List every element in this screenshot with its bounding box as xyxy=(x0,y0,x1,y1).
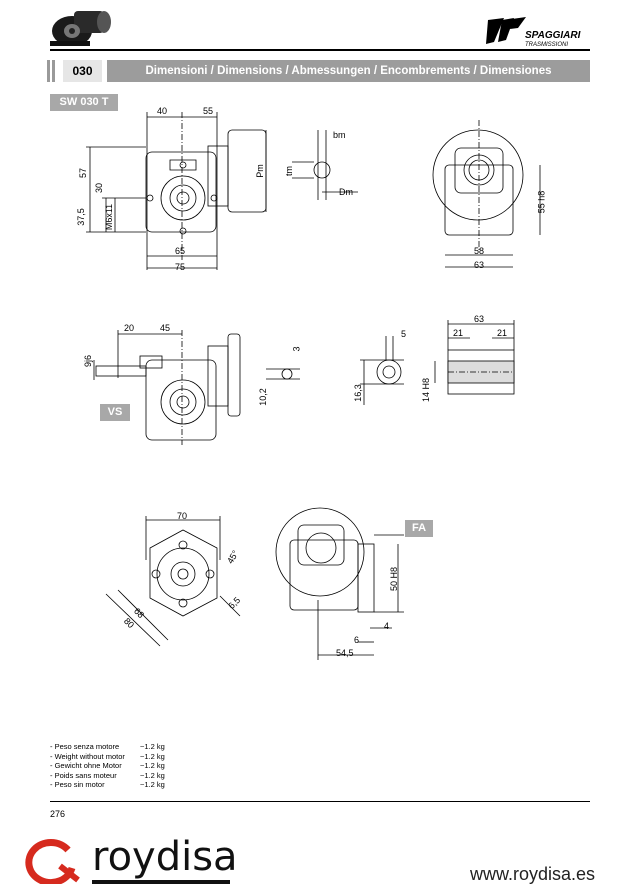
dim-text: 70 xyxy=(177,511,188,521)
dim-text: 50 H8 xyxy=(389,566,400,592)
footer-rule xyxy=(50,801,590,802)
key-detail-drawing xyxy=(292,130,358,200)
dim-text: 3 xyxy=(291,346,302,352)
weight-value: ~1.2 kg xyxy=(140,780,165,789)
weight-label: - Weight without motor xyxy=(50,751,125,761)
hub-section-drawing xyxy=(434,320,515,395)
dim-text: 6 xyxy=(354,635,360,645)
spaggiari-brand-subtitle: TRASMISSIONI xyxy=(525,42,569,48)
dim-text: 21 xyxy=(453,328,464,338)
header-rule xyxy=(50,49,590,51)
section-header-bar: 030 Dimensioni / Dimensions / Abmessunge… xyxy=(47,60,590,82)
front-view-drawing xyxy=(86,112,267,270)
dim-text: 9j6 xyxy=(83,354,94,368)
dim-text: tm xyxy=(284,166,294,176)
vs-view-drawing xyxy=(93,330,300,445)
dim-text: 40 xyxy=(157,106,168,116)
dim-text: Pm xyxy=(254,164,265,178)
dim-text: 5 xyxy=(401,329,407,339)
dim-text: 54,5 xyxy=(336,648,354,658)
dim-text: 55 xyxy=(203,106,214,116)
dim-text: bm xyxy=(333,130,346,140)
weight-label: - Gewicht ohne Motor xyxy=(50,761,122,770)
vs-label: VS xyxy=(100,404,130,421)
weight-table: - Peso senza motore ~1.2 kg - Weight wit… xyxy=(50,742,165,790)
weight-row: - Poids sans moteur ~1.2 kg xyxy=(50,771,165,781)
weight-value: ~1.2 kg xyxy=(140,742,165,751)
flange-view-drawing xyxy=(105,516,241,647)
model-label: SW 030 T xyxy=(50,94,118,111)
dim-text: 63 xyxy=(474,314,485,324)
roydisa-logo-icon xyxy=(25,839,80,884)
spaggiari-logo-icon xyxy=(486,17,526,44)
dim-text: 20 xyxy=(124,323,135,333)
weight-label: - Peso sin motor xyxy=(50,780,105,789)
dim-text: 57 xyxy=(78,167,89,179)
dim-text: Dm xyxy=(339,187,353,197)
technical-drawings xyxy=(86,112,541,660)
roydisa-brand-name: roydisa xyxy=(92,834,238,880)
brand-underline xyxy=(92,880,230,884)
dim-text: 10,2 xyxy=(257,388,268,406)
weight-row: - Peso sin motor ~1.2 kg xyxy=(50,780,165,790)
side-view-drawing xyxy=(432,120,541,268)
weight-row: - Weight without motor ~1.2 kg xyxy=(50,752,165,762)
fa-view-drawing xyxy=(275,507,404,660)
bar-stripe xyxy=(47,60,50,82)
weight-value: ~1.2 kg xyxy=(140,751,165,761)
dim-text: 65 xyxy=(175,246,186,256)
spaggiari-brand-name: SPAGGIARI xyxy=(525,30,581,41)
section-title: Dimensioni / Dimensions / Abmessungen / … xyxy=(107,60,590,82)
dim-text: 16,3 xyxy=(352,384,363,402)
hub-key-drawing xyxy=(360,336,404,405)
weight-row: - Peso senza motore ~1.2 kg xyxy=(50,742,165,752)
weight-label: - Peso senza motore xyxy=(50,742,120,751)
page-number: 276 xyxy=(50,809,66,819)
section-code: 030 xyxy=(63,60,102,82)
weight-value: ~1.2 kg xyxy=(140,770,165,780)
weight-label: - Poids sans moteur xyxy=(50,770,117,780)
dim-text: 58 xyxy=(474,246,485,256)
dim-text: 75 xyxy=(175,262,186,272)
dim-text: 14 H8 xyxy=(421,377,432,403)
dim-text: 4 xyxy=(384,621,390,631)
dim-text: 21 xyxy=(497,328,508,338)
dim-text: 37,5 xyxy=(75,208,86,226)
weight-value: ~1.2 kg xyxy=(140,761,165,770)
dim-text: 63 xyxy=(474,260,485,270)
dim-text: 45 xyxy=(160,323,171,333)
dim-text: M6x11 xyxy=(104,203,115,231)
fa-label: FA xyxy=(405,520,433,537)
dim-text: 30 xyxy=(94,182,105,194)
gearbox-motor-illustration xyxy=(50,11,111,46)
website-link[interactable]: www.roydisa.es xyxy=(470,864,596,884)
bar-stripe xyxy=(52,60,55,82)
dim-text: 55 h8 xyxy=(536,190,547,214)
weight-row: - Gewicht ohne Motor ~1.2 kg xyxy=(50,761,165,771)
